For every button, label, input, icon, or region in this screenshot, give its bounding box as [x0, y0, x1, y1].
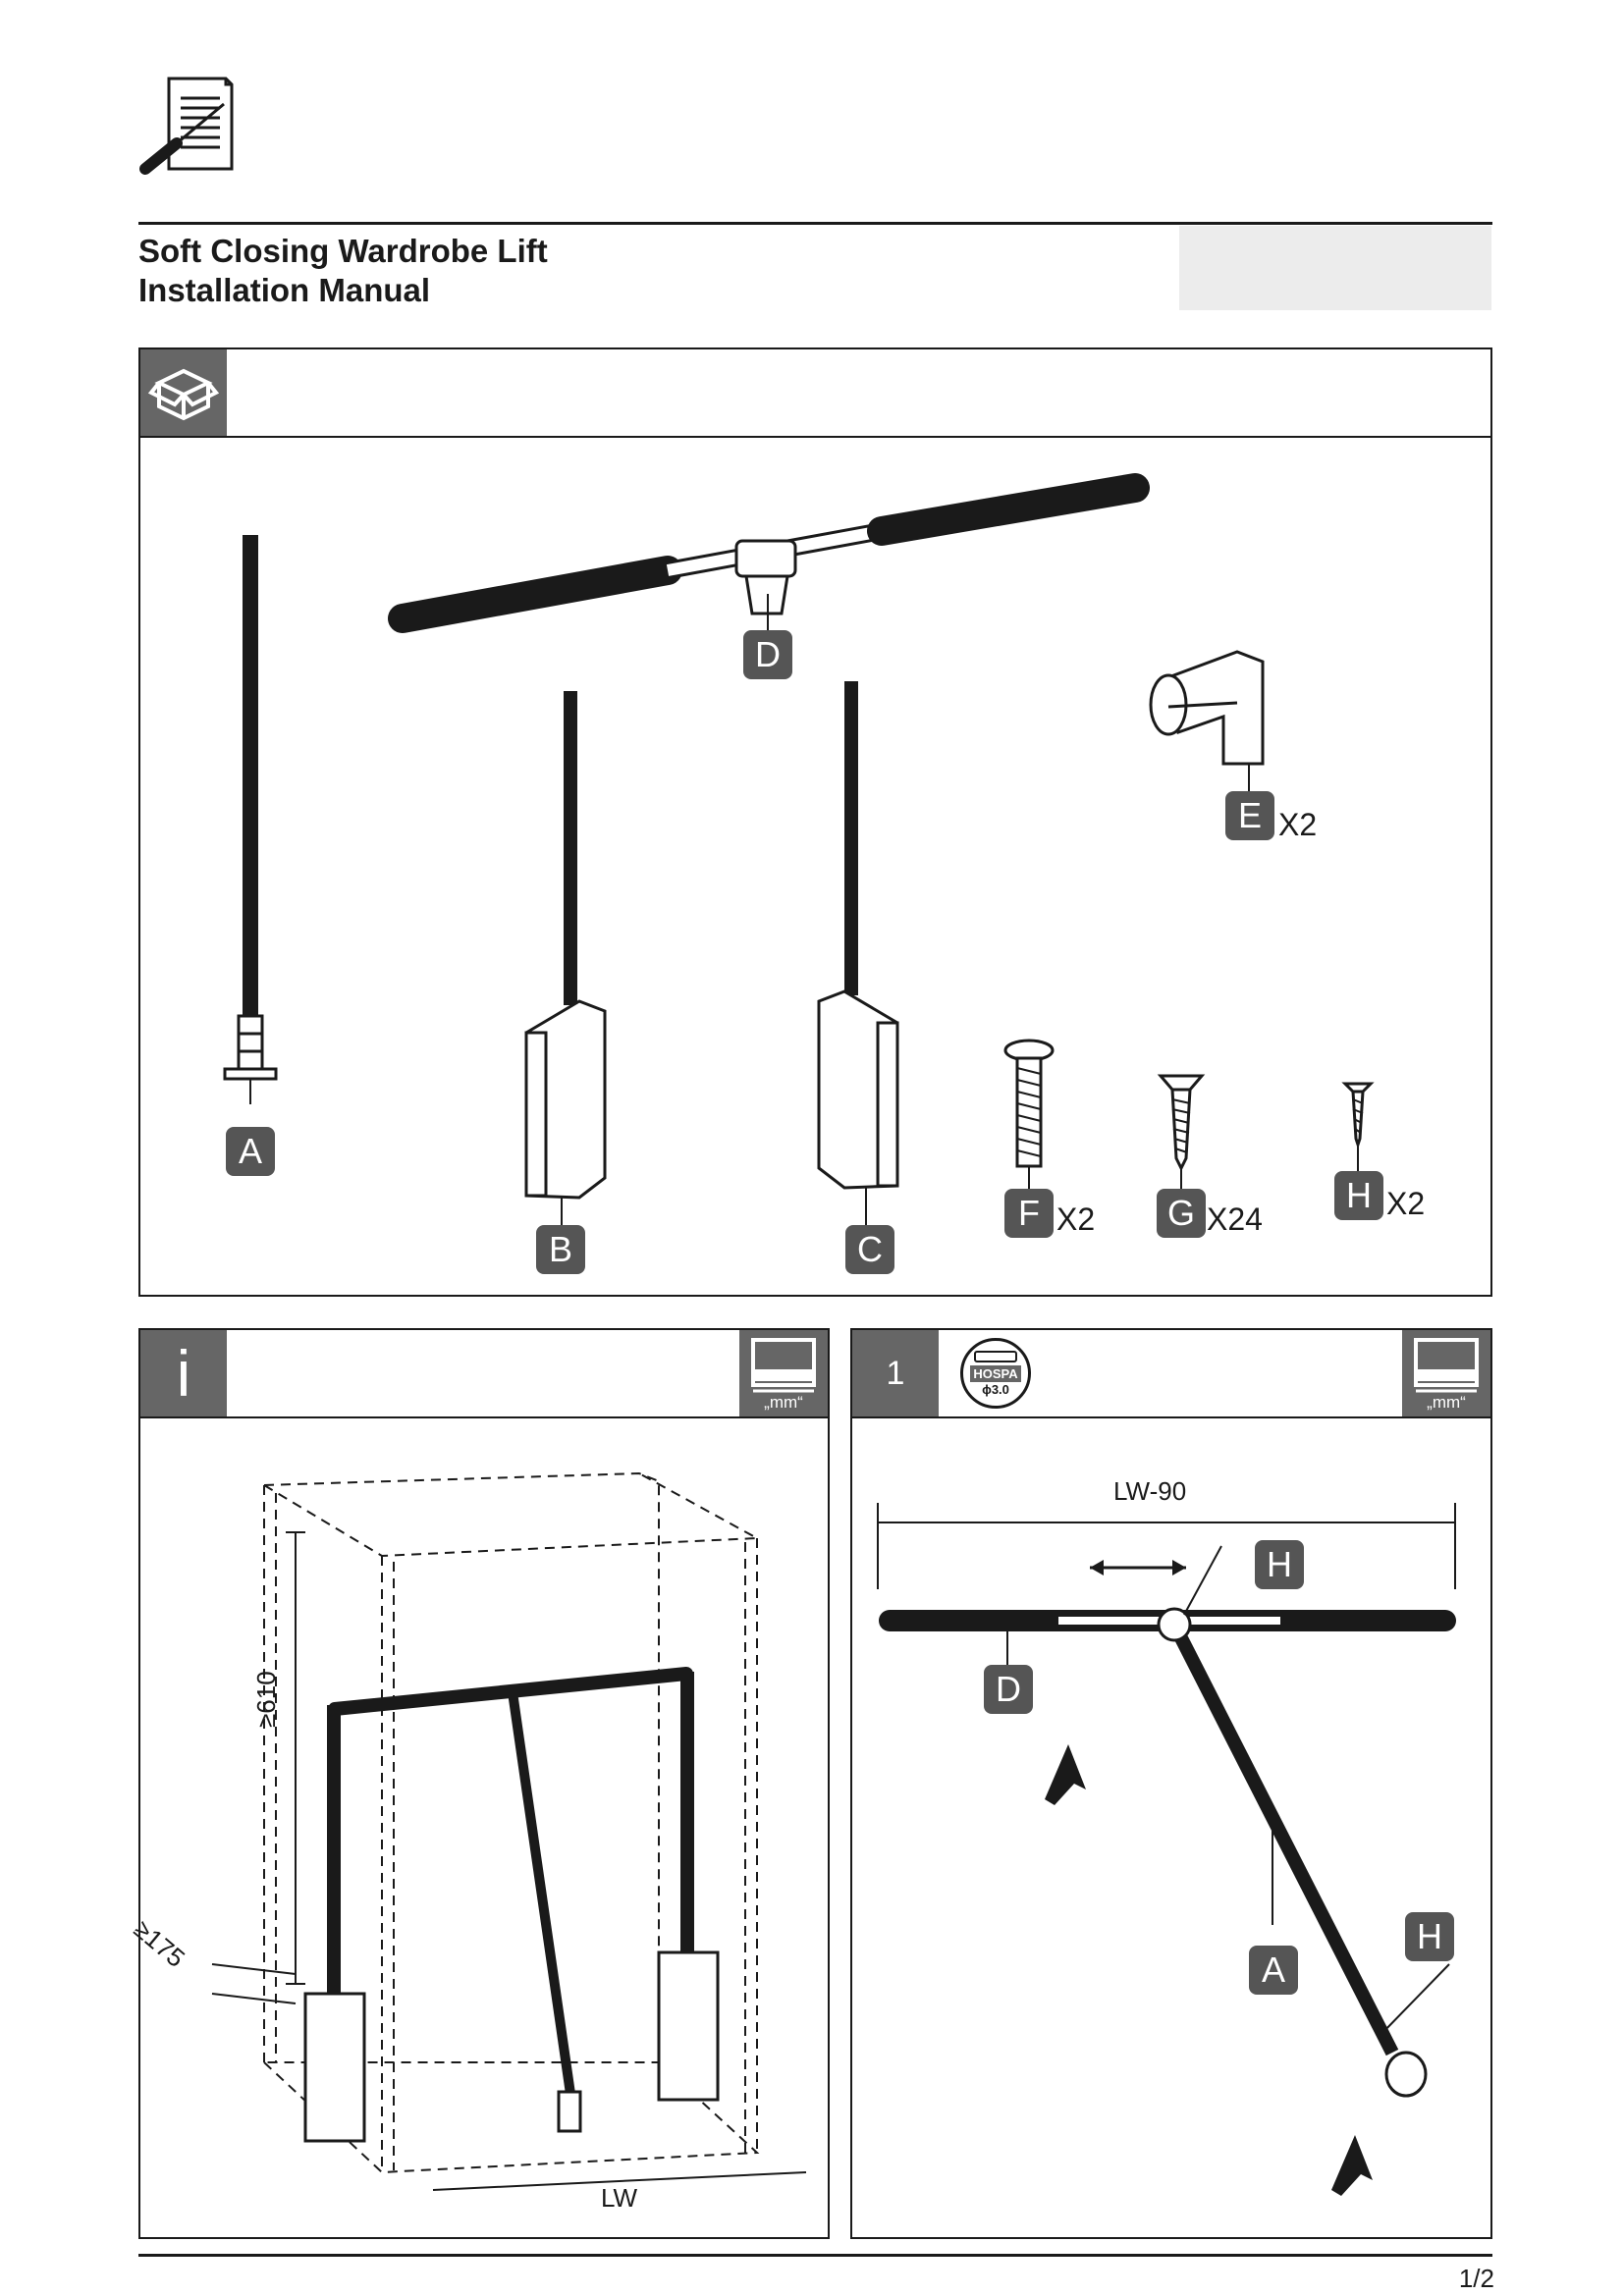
part-label-g: G: [1157, 1189, 1206, 1238]
part-qty-h: X2: [1386, 1186, 1426, 1221]
part-qty-e: X2: [1278, 807, 1318, 842]
dim-height-label: ≥610: [251, 1671, 281, 1728]
part-label-h: H: [1334, 1171, 1383, 1220]
hospa-screwdriver-icon: HOSPA ϕ3.0: [960, 1338, 1031, 1409]
manual-screwdriver-icon: [139, 77, 234, 175]
footer-rule: [138, 2254, 1492, 2257]
part-c-drawing: [817, 681, 899, 1227]
part-qty-f: X2: [1056, 1201, 1096, 1237]
mm-unit-icon: „mm“: [1402, 1330, 1490, 1416]
part-e-drawing: [1149, 650, 1265, 795]
parts-panel: [138, 347, 1492, 1297]
hospa-brand: HOSPA: [970, 1364, 1021, 1382]
step1-assembly-diagram: [877, 1503, 1456, 2196]
step1-label-h-bottom: H: [1405, 1912, 1454, 1961]
mm-unit-icon: „mm“: [739, 1330, 828, 1416]
info-icon: i: [140, 1330, 227, 1416]
step1-label-h-top: H: [1255, 1540, 1304, 1589]
part-qty-g: X24: [1207, 1201, 1263, 1237]
step1-panel: 1 HOSPA ϕ3.0 „mm“: [850, 1328, 1492, 2239]
part-a-drawing: [223, 535, 278, 1104]
step1-panel-header: 1 HOSPA ϕ3.0 „mm“: [852, 1330, 1490, 1418]
part-f-drawing: [1003, 1039, 1055, 1196]
step1-label-a: A: [1249, 1946, 1298, 1995]
part-g-drawing: [1157, 1074, 1206, 1198]
mm-unit-label: „mm“: [1427, 1393, 1466, 1412]
info-panel-header: i „mm“: [140, 1330, 828, 1418]
dim-length-label: LW-90: [1113, 1476, 1187, 1506]
page-title: Soft Closing Wardrobe Lift Installation …: [138, 232, 548, 310]
part-label-f: F: [1004, 1189, 1054, 1238]
document-code-box: [1179, 226, 1491, 310]
title-line-2: Installation Manual: [138, 272, 431, 308]
part-label-e: E: [1225, 791, 1274, 840]
cabinet-install-diagram: [211, 1471, 807, 2191]
part-d-drawing: [388, 473, 1150, 643]
part-h-drawing: [1341, 1082, 1375, 1178]
step-number: 1: [852, 1330, 939, 1416]
box-parts-icon: [140, 349, 227, 436]
title-line-1: Soft Closing Wardrobe Lift: [138, 233, 548, 269]
dim-width-label: LW: [601, 2183, 638, 2213]
mm-unit-label: „mm“: [764, 1393, 803, 1412]
step1-label-d: D: [984, 1665, 1033, 1714]
header-rule: [138, 222, 1492, 225]
part-b-drawing: [524, 691, 607, 1227]
hospa-size: ϕ3.0: [982, 1381, 1009, 1397]
part-label-d: D: [743, 630, 792, 679]
part-label-a: A: [226, 1127, 275, 1176]
page-number: 1/2: [1458, 2264, 1494, 2293]
part-label-c: C: [845, 1225, 894, 1274]
part-label-b: B: [536, 1225, 585, 1274]
parts-panel-header: [140, 349, 1490, 438]
